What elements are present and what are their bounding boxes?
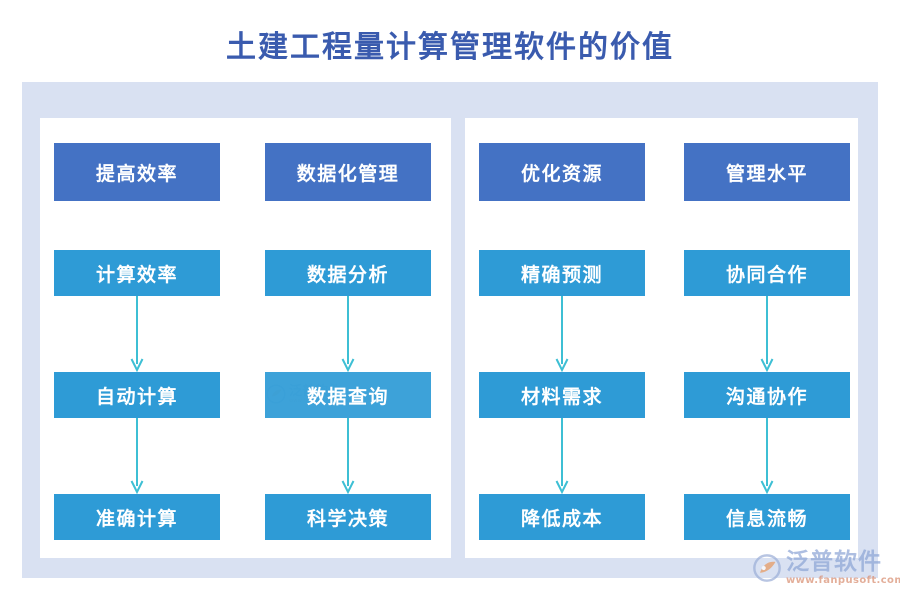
arrow-down [555,296,569,372]
arrow-down [341,418,355,494]
brand-name: 泛普软件 [786,548,882,575]
node-box[interactable]: 自动计算 [54,372,220,418]
node-box[interactable]: 沟通协作 [684,372,850,418]
arrow-down [555,418,569,494]
node-box[interactable]: 管理水平 [684,143,850,201]
node-box[interactable]: 计算效率 [54,250,220,296]
node-box[interactable]: 材料需求 [479,372,645,418]
node-box[interactable]: 准确计算 [54,494,220,540]
node-box[interactable]: 科学决策 [265,494,431,540]
node-box[interactable]: 精确预测 [479,250,645,296]
arrow-down [760,296,774,372]
brand-logo-icon [752,553,782,583]
arrow-down [130,296,144,372]
brand-url: www.fanpusoft.com [786,575,900,587]
node-box[interactable]: 优化资源 [479,143,645,201]
node-box[interactable]: 信息流畅 [684,494,850,540]
brand-logo: 泛普软件 www.fanpusoft.com [752,544,900,592]
group-divider [451,118,465,558]
node-box[interactable]: 数据分析 [265,250,431,296]
node-box[interactable]: 数据查询 [265,372,431,418]
arrow-down [130,418,144,494]
node-box[interactable]: 数据化管理 [265,143,431,201]
arrow-down [760,418,774,494]
page-title: 土建工程量计算管理软件的价值 [226,30,674,65]
node-box[interactable]: 降低成本 [479,494,645,540]
node-box[interactable]: 协同合作 [684,250,850,296]
arrow-down [341,296,355,372]
node-box[interactable]: 提高效率 [54,143,220,201]
